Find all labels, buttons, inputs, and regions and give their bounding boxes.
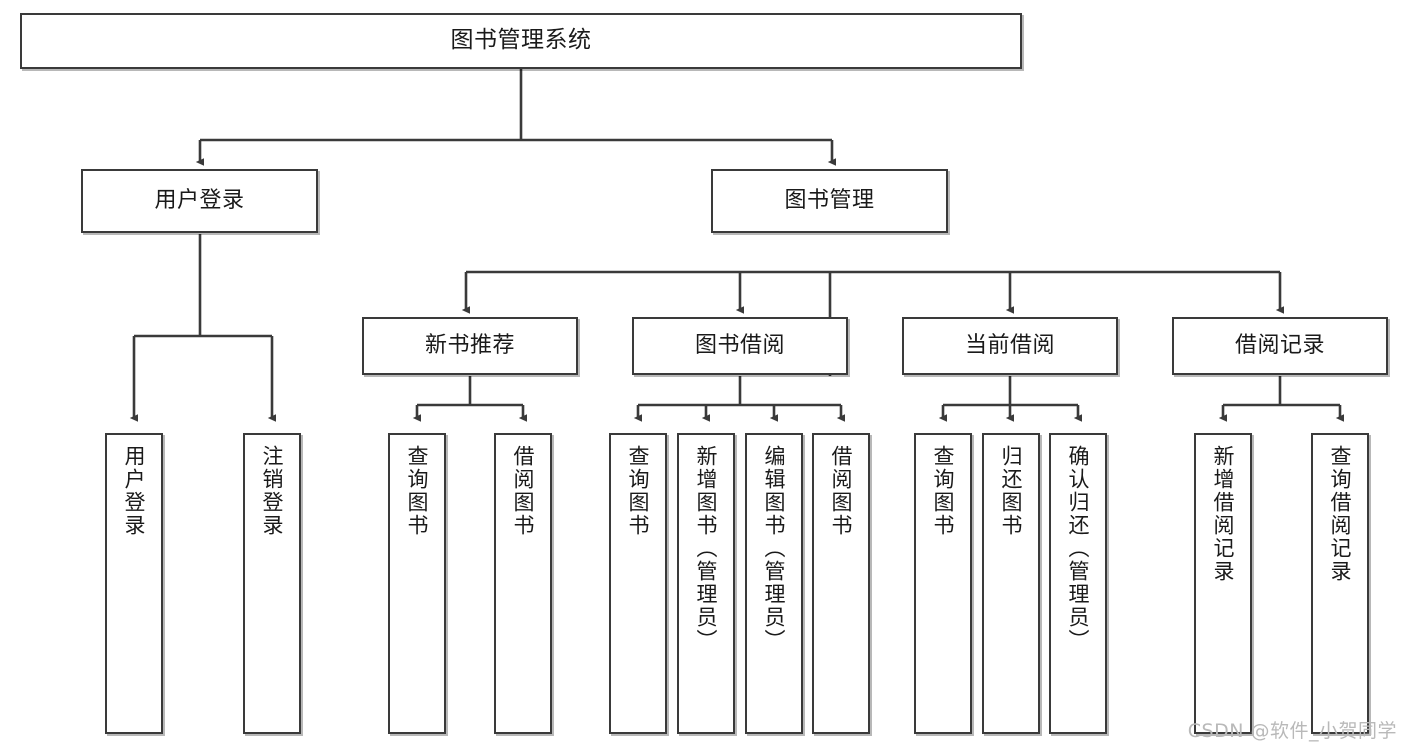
node-leaf-confirm-return[interactable]: 确认归还（管理员） <box>1049 433 1107 734</box>
node-label: 查询借阅记录 <box>1328 445 1353 583</box>
node-label: 借阅图书 <box>511 445 536 537</box>
node-leaf-query-book-3[interactable]: 查询图书 <box>914 433 972 734</box>
node-label: 用户登录 <box>154 188 245 214</box>
node-label: 新增图书（管理员） <box>694 445 719 652</box>
node-label: 新书推荐 <box>424 333 515 359</box>
node-leaf-edit-book[interactable]: 编辑图书（管理员） <box>745 433 803 734</box>
node-label: 确认归还（管理员） <box>1066 445 1091 652</box>
node-label: 编辑图书（管理员） <box>762 445 787 652</box>
node-label: 归还图书 <box>999 445 1024 537</box>
node-leaf-logout[interactable]: 注销登录 <box>243 433 301 734</box>
node-new-book-recommend[interactable]: 新书推荐 <box>362 317 578 375</box>
node-label: 查询图书 <box>405 445 430 537</box>
node-leaf-user-login[interactable]: 用户登录 <box>105 433 163 734</box>
node-leaf-borrow-book-1[interactable]: 借阅图书 <box>494 433 552 734</box>
node-leaf-return-book[interactable]: 归还图书 <box>982 433 1040 734</box>
node-label: 图书管理系统 <box>450 27 592 54</box>
node-label: 图书管理 <box>784 188 875 214</box>
node-borrow-record[interactable]: 借阅记录 <box>1172 317 1388 375</box>
node-leaf-query-book-2[interactable]: 查询图书 <box>609 433 667 734</box>
node-leaf-add-book[interactable]: 新增图书（管理员） <box>677 433 735 734</box>
node-user-login[interactable]: 用户登录 <box>81 169 318 233</box>
node-book-management[interactable]: 图书管理 <box>711 169 948 233</box>
node-leaf-query-record[interactable]: 查询借阅记录 <box>1311 433 1369 734</box>
node-leaf-add-record[interactable]: 新增借阅记录 <box>1194 433 1252 734</box>
node-label: 当前借阅 <box>964 333 1055 359</box>
node-label: 借阅记录 <box>1234 333 1325 359</box>
node-leaf-query-book-1[interactable]: 查询图书 <box>388 433 446 734</box>
node-label: 查询图书 <box>626 445 651 537</box>
node-label: 查询图书 <box>931 445 956 537</box>
node-label: 用户登录 <box>122 445 147 537</box>
node-label: 图书借阅 <box>694 333 785 359</box>
node-current-borrow[interactable]: 当前借阅 <box>902 317 1118 375</box>
node-label: 借阅图书 <box>829 445 854 537</box>
csdn-watermark: CSDN @软件_小贺同学 <box>1187 720 1397 742</box>
node-label: 新增借阅记录 <box>1211 445 1236 583</box>
node-root-book-management-system[interactable]: 图书管理系统 <box>20 13 1022 69</box>
node-leaf-borrow-book-2[interactable]: 借阅图书 <box>812 433 870 734</box>
node-book-borrow[interactable]: 图书借阅 <box>632 317 848 375</box>
node-label: 注销登录 <box>260 445 285 537</box>
